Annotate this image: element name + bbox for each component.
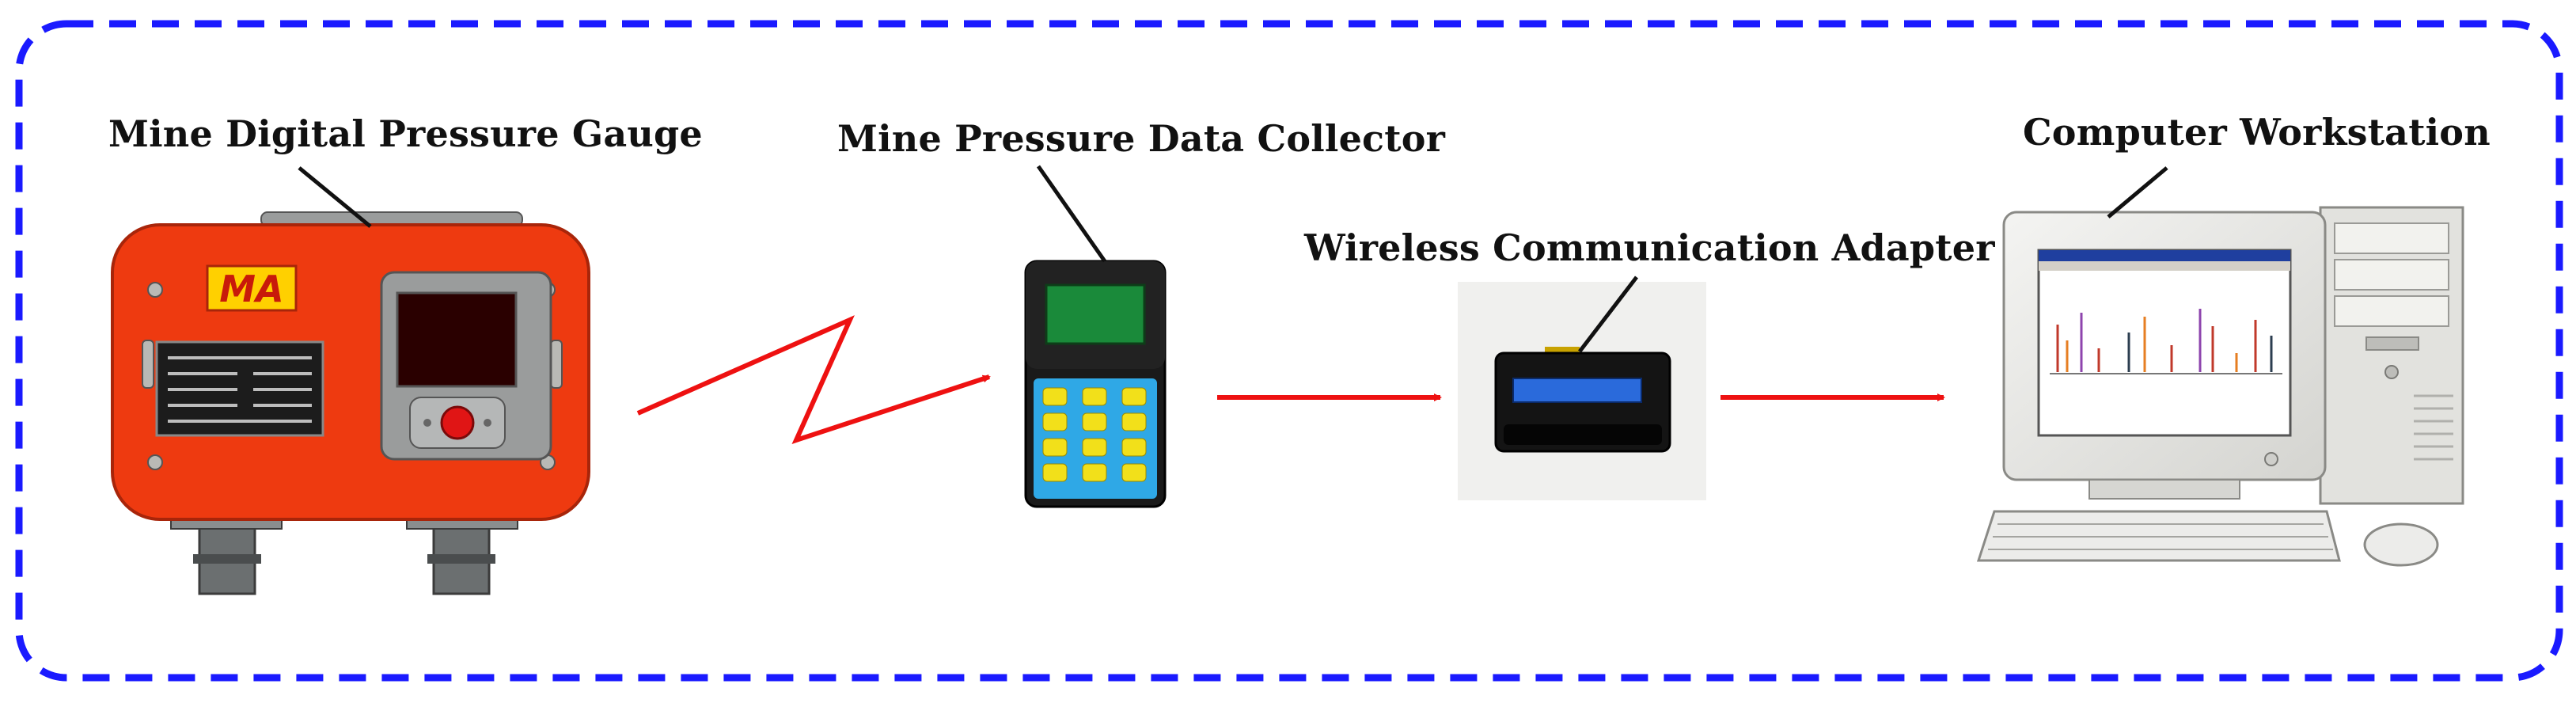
workstation-label: Computer Workstation xyxy=(2023,111,2491,154)
computer-mouse xyxy=(2363,522,2439,567)
pressure-gauge-device: MA xyxy=(111,211,590,595)
computer-monitor xyxy=(2002,211,2327,500)
collector-keys xyxy=(1042,387,1147,482)
screen-chart-bars xyxy=(2056,309,2273,372)
gauge-callout-line xyxy=(298,166,372,228)
gauge-logo-badge xyxy=(206,264,298,312)
gauge-nameplate xyxy=(155,340,324,437)
wireless-adapter-device xyxy=(1458,282,1706,500)
computer-tower xyxy=(2319,206,2464,505)
collector-callout-line xyxy=(1036,165,1107,263)
computer-workstation xyxy=(1976,206,2464,567)
monitor-screen xyxy=(2037,249,2292,437)
workstation-callout-line xyxy=(2107,166,2168,218)
adapter-callout-line xyxy=(1578,276,1638,353)
gauge-label: Mine Digital Pressure Gauge xyxy=(108,112,703,155)
gauge-display-panel xyxy=(380,271,552,461)
collector-screen xyxy=(1045,283,1146,345)
adapter-display xyxy=(1512,378,1642,403)
collector-label: Mine Pressure Data Collector xyxy=(837,117,1446,160)
wireless-link-arrow xyxy=(636,315,991,444)
computer-keyboard xyxy=(1976,510,2341,562)
adapter-label: Wireless Communication Adapter xyxy=(1304,226,1995,269)
dashed-border xyxy=(15,20,2563,682)
data-collector-device xyxy=(1024,260,1167,508)
gauge-logo-text: MA xyxy=(219,268,283,310)
